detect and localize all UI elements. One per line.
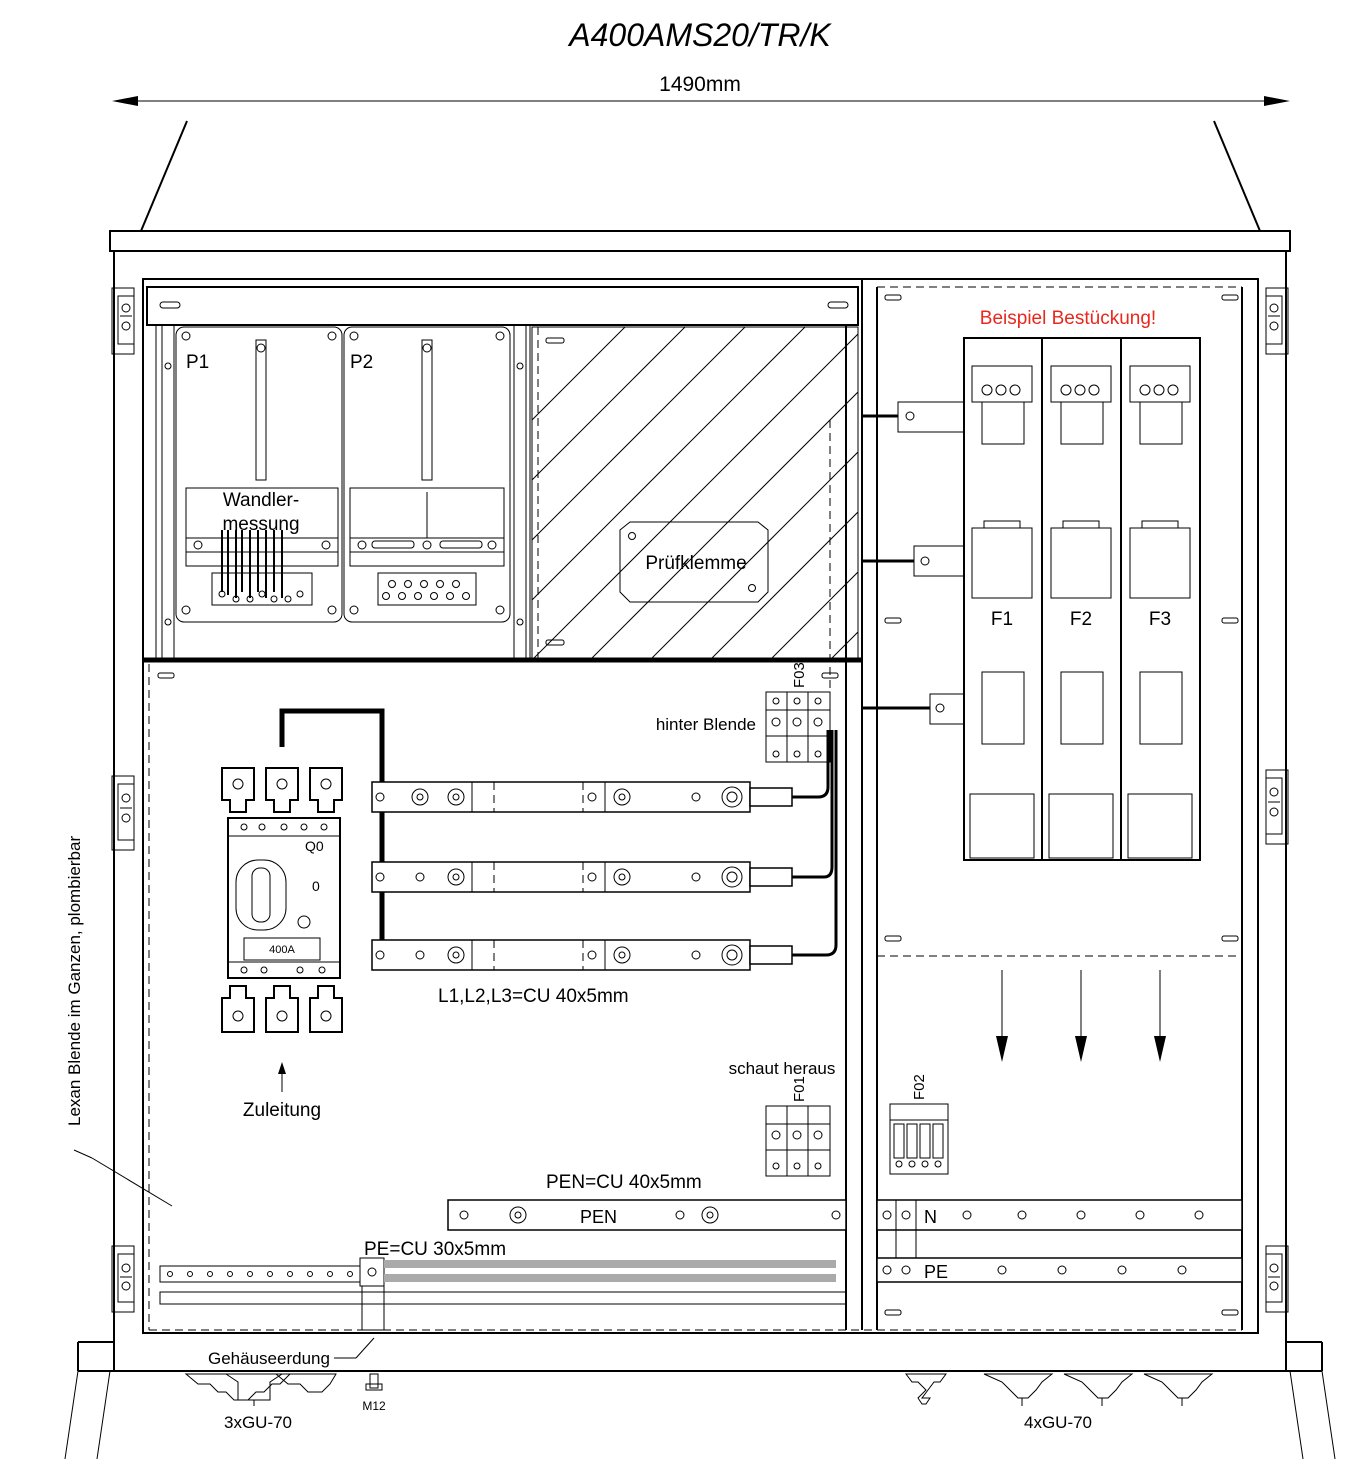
cable-arrows: [996, 970, 1166, 1062]
hinge-right-bottom: [1265, 1245, 1289, 1313]
earth-bolt: M12: [362, 1373, 386, 1413]
test-terminal-label: Prüfklemme: [645, 553, 746, 574]
housing-earth: Gehäuseerdung: [208, 1337, 375, 1368]
fuse-strip-3: F3: [1127, 365, 1193, 859]
behind-cover-label: hinter Blende: [656, 715, 756, 734]
transformer-label-2: messung: [222, 514, 299, 535]
pe-busbar-right: PE: [876, 1257, 1243, 1283]
lower-left-frame: [148, 664, 1242, 1331]
fuse-strip-1: F1: [969, 365, 1035, 859]
bolt-label: M12: [362, 1399, 386, 1413]
busbar-l3: [371, 939, 793, 971]
drawing-title: A400AMS20/TR/K: [567, 17, 832, 53]
supply-label: Zuleitung: [243, 1100, 321, 1121]
n-busbar: N: [876, 1199, 1243, 1281]
hinge-left-mid: [111, 775, 135, 851]
f01-label: F01: [791, 1076, 808, 1102]
fuse-block-f03: F03 hinter Blende: [656, 662, 831, 763]
surge-arrester-f02: F02: [889, 1074, 949, 1175]
f03-label: F03: [791, 662, 808, 688]
cable-glands-right: 4xGU-70: [905, 1373, 1214, 1432]
test-terminal-panel: Prüfklemme: [531, 326, 859, 659]
n-label: N: [924, 1207, 937, 1227]
phase-busbar-spec: L1,L2,L3=CU 40x5mm: [438, 986, 629, 1007]
pen-busbar: PEN=CU 40x5mm PEN: [447, 1172, 847, 1231]
breaker-bottom-terminals: [221, 985, 343, 1033]
roof-slant-lines: [140, 120, 1261, 232]
meter-p1: P1 Wandler- messung: [175, 326, 343, 623]
breaker-top-terminals: [221, 767, 343, 813]
transformer-label-1: Wandler-: [223, 490, 299, 511]
pen-label: PEN: [580, 1207, 617, 1227]
breaker-rating: 400A: [269, 944, 295, 956]
sticks-out-label: schaut heraus: [729, 1059, 836, 1078]
fuse-f1-label: F1: [991, 609, 1013, 630]
pe-label: PE: [924, 1262, 948, 1282]
meter-p1-label: P1: [186, 352, 209, 373]
busbar-l2: [371, 861, 793, 893]
fuse-strip-2: F2: [1048, 365, 1114, 859]
width-dimension-label: 1490mm: [659, 73, 741, 96]
main-breaker-q0: Q0 0 400A Zuleitung: [221, 708, 385, 1121]
meter-p2-label: P2: [350, 352, 373, 373]
transformer-wires: [221, 530, 283, 598]
left-glands-label: 3xGU-70: [224, 1413, 292, 1432]
right-glands-label: 4xGU-70: [1024, 1413, 1092, 1432]
hinges: [111, 287, 1289, 1313]
fuse-strips: F1 F2 F3: [963, 337, 1201, 861]
breaker-label: Q0: [305, 838, 324, 854]
right-panel-frame: [877, 286, 1243, 1330]
lexan-cover-label: Lexan Blende im Ganzen, plombierbar: [65, 836, 84, 1126]
busbar-l1: [371, 781, 793, 813]
f03-feed-wires: [792, 730, 838, 957]
hinge-left-top: [111, 287, 135, 355]
meter-p2: P2: [343, 326, 511, 623]
hinge-right-mid: [1265, 769, 1289, 845]
fuse-f2-label: F2: [1070, 609, 1092, 630]
lexan-note: Lexan Blende im Ganzen, plombierbar: [65, 836, 173, 1207]
test-terminal-block: Prüfklemme: [619, 521, 769, 603]
f02-label: F02: [911, 1074, 928, 1100]
example-equipment-note: Beispiel Bestückung!: [980, 308, 1156, 329]
housing-earth-label: Gehäuseerdung: [208, 1349, 330, 1368]
hinge-right-top: [1265, 287, 1289, 355]
fuse-feed-lugs: [862, 401, 965, 725]
hinge-left-bottom: [111, 1245, 135, 1313]
phase-busbars: L1,L2,L3=CU 40x5mm: [371, 730, 838, 1007]
top-rail: [146, 286, 859, 326]
fuse-f3-label: F3: [1149, 609, 1171, 630]
pen-busbar-spec: PEN=CU 40x5mm: [546, 1172, 702, 1193]
vertical-divider: [829, 279, 878, 1330]
fuse-block-f01: schaut heraus F01: [729, 1059, 836, 1177]
pe-busbar-spec: PE=CU 30x5mm: [364, 1239, 506, 1260]
pe-busbar-left: PE=CU 30x5mm: [159, 1239, 847, 1331]
dimension-arrow: [112, 96, 1290, 106]
housing: [64, 230, 1336, 1459]
cable-glands-left: 3xGU-70: [184, 1373, 337, 1432]
breaker-zero-mark: 0: [312, 878, 320, 894]
meter-frame: [143, 324, 862, 663]
